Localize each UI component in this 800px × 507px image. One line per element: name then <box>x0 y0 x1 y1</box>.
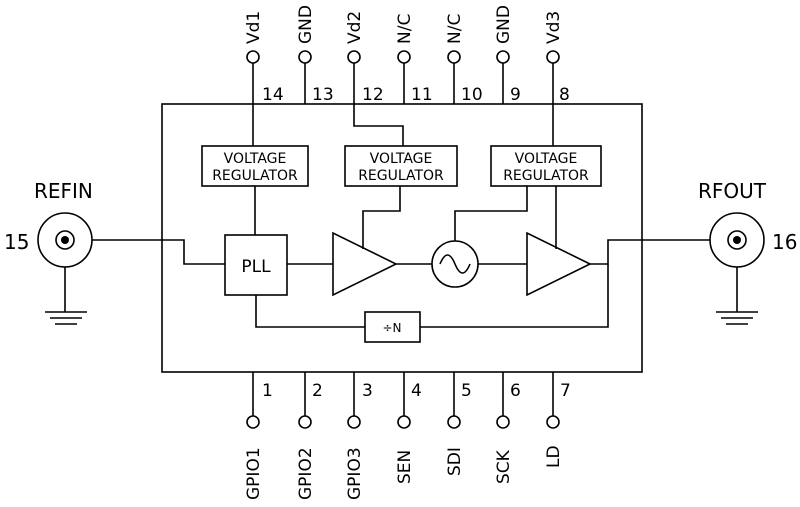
pll-label: PLL <box>241 257 271 277</box>
pin-14-vd1: Vd1 14 <box>244 11 284 105</box>
pin-name: GND <box>296 5 316 44</box>
pin-name: SCK <box>494 449 514 484</box>
pin-2-gpio2: GPIO2 2 <box>296 372 323 500</box>
pin-name: Vd3 <box>544 11 564 44</box>
regulator-line1: VOLTAGE <box>515 151 578 167</box>
pin-number: 12 <box>362 85 384 105</box>
pin-number: 2 <box>312 381 323 401</box>
pin-number: 8 <box>559 85 570 105</box>
voltage-regulator-2: VOLTAGE REGULATOR <box>344 104 458 187</box>
pin-name: LD <box>544 445 564 468</box>
pin-number: 10 <box>461 85 483 105</box>
refin-wire <box>78 239 225 265</box>
pin-number: 11 <box>411 85 433 105</box>
sine-wave-icon <box>439 254 471 274</box>
divider-to-pll-wire <box>255 295 365 328</box>
refin-connector: REFIN 15 <box>4 179 93 325</box>
pin-number: 3 <box>362 381 373 401</box>
pin-name: GPIO3 <box>345 447 365 500</box>
pin-number: 1 <box>262 381 273 401</box>
pin-number: 7 <box>560 381 571 401</box>
regulator-line1: VOLTAGE <box>224 151 287 167</box>
pin-name: Vd1 <box>244 11 264 44</box>
pin-name: Vd2 <box>345 11 365 44</box>
pin-9-gnd: GND 9 <box>494 5 521 105</box>
voltage-regulator-1: VOLTAGE REGULATOR <box>201 104 309 187</box>
pin-number: 5 <box>461 381 472 401</box>
regulator-line2: REGULATOR <box>212 168 298 184</box>
pin-number: 9 <box>510 85 521 105</box>
pin-13-gnd: GND 13 <box>296 5 334 105</box>
pin-number: 6 <box>510 381 521 401</box>
pin-12-vd2: Vd2 12 <box>345 11 384 105</box>
bottom-pins: GPIO1 1 GPIO2 2 GPIO3 3 SEN 4 SDI 5 <box>244 372 571 500</box>
rfout-wire <box>590 239 710 265</box>
pin-1-gpio1: GPIO1 1 <box>244 372 273 500</box>
pin-7-ld: LD 7 <box>544 372 571 468</box>
pin-11-nc: N/C 11 <box>395 14 433 105</box>
pin-3-gpio3: GPIO3 3 <box>345 372 373 500</box>
rfout-connector: RFOUT 16 <box>698 179 797 325</box>
pll-block: PLL <box>224 234 288 296</box>
rfout-pin-number: 16 <box>772 230 797 254</box>
pin-name: SDI <box>445 447 465 476</box>
regulator-line2: REGULATOR <box>358 168 444 184</box>
pin-4-sen: SEN 4 <box>395 372 422 484</box>
voltage-regulator-3: VOLTAGE REGULATOR <box>490 104 602 187</box>
pin-name: N/C <box>445 14 465 44</box>
regulator-line1: VOLTAGE <box>370 151 433 167</box>
regulator-line2: REGULATOR <box>503 168 589 184</box>
refin-pin-number: 15 <box>4 230 29 254</box>
pin-name: GPIO1 <box>244 447 264 500</box>
pin-10-nc: N/C 10 <box>445 14 483 105</box>
pin-name: GND <box>494 5 514 44</box>
divider-block: ÷N <box>364 311 421 343</box>
pin-6-sck: SCK 6 <box>494 372 521 484</box>
amplifier-2 <box>526 186 592 297</box>
pin-name: GPIO2 <box>296 447 316 500</box>
pin-name: SEN <box>395 450 415 484</box>
pin-number: 13 <box>312 85 334 105</box>
pin-number: 14 <box>262 85 284 105</box>
pin-8-vd3: Vd3 8 <box>544 11 570 105</box>
vco-oscillator <box>431 186 528 288</box>
top-pins: Vd1 14 GND 13 Vd2 12 N/C 11 N/C <box>244 5 570 105</box>
amplifier-1 <box>332 186 401 297</box>
divider-label: ÷N <box>382 321 401 335</box>
pin-number: 4 <box>411 381 422 401</box>
refin-label: REFIN <box>34 179 93 203</box>
feedback-wire <box>420 264 609 328</box>
pin-5-sdi: SDI 5 <box>445 372 472 476</box>
pin-name: N/C <box>395 14 415 44</box>
rfout-label: RFOUT <box>698 179 767 203</box>
